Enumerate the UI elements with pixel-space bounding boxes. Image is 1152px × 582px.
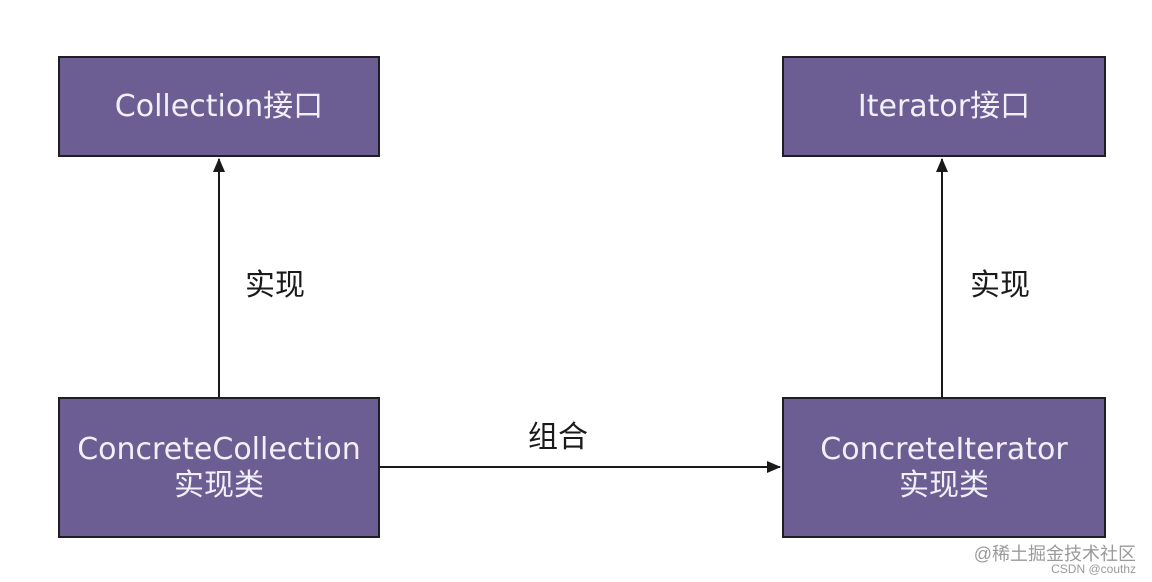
node-label: Collection接口 [114,88,324,124]
edge-label-composition: 组合 [528,420,588,455]
node-label: Iterator接口 [857,88,1031,124]
edge-label-left-implements: 实现 [245,268,305,303]
node-label-line-1: ConcreteCollection [77,431,361,467]
collection-interface-node: Collection接口 [58,56,380,157]
node-label-line-2: 实现类 [174,467,264,503]
iterator-interface-node: Iterator接口 [782,56,1106,157]
node-label-line-2: 实现类 [899,467,989,503]
node-label-line-1: ConcreteIterator [820,431,1068,467]
concrete-collection-node: ConcreteCollection 实现类 [58,397,380,538]
edge-label-right-implements: 实现 [970,268,1030,303]
concrete-iterator-node: ConcreteIterator 实现类 [782,397,1106,538]
watermark-main: @稀土掘金技术社区 [973,544,1136,564]
watermark-sub: CSDN @couthz [1051,562,1136,576]
